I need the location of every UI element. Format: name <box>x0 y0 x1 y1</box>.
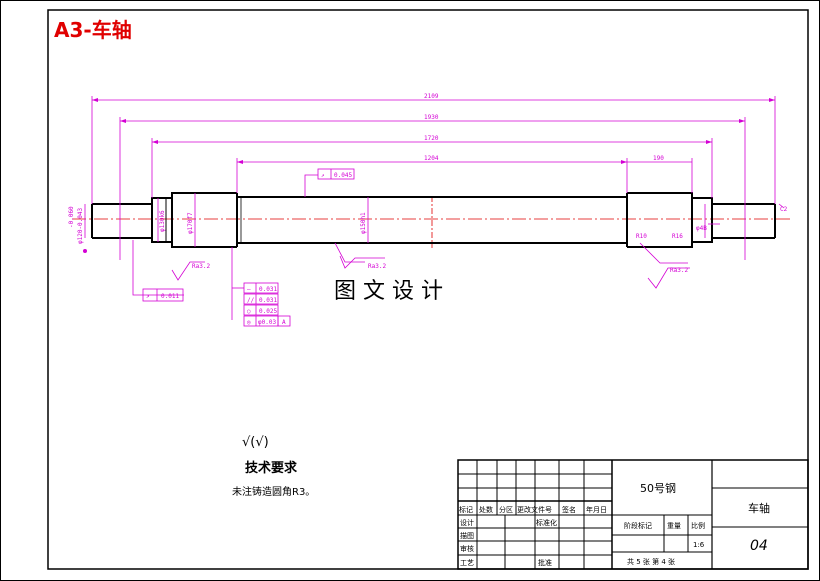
tech-symbol: √(√) <box>242 435 269 450</box>
tb-sheet: 共 5 张 第 4 张 <box>627 557 675 566</box>
tb-approve: 批准 <box>538 558 552 567</box>
dim-body-dia: φ150h1 <box>360 212 367 234</box>
tol-value-2: 0.031 <box>259 297 277 304</box>
roughness-mid-label: Ra3.2 <box>368 263 386 270</box>
tol-parallel-icon: // <box>247 297 255 304</box>
runout-frame-bottom <box>142 288 184 302</box>
tb-check: 审核 <box>460 544 474 553</box>
title-block-grid <box>457 459 809 570</box>
tb-process: 工艺 <box>460 559 474 567</box>
runout-top-symbol: ↗ <box>321 172 325 179</box>
inner-frame <box>47 9 809 570</box>
runout-top-value: 0.045 <box>334 172 352 179</box>
tb-scale: 1:6 <box>693 541 705 549</box>
tol-flatness-icon: — <box>247 286 251 293</box>
tb-header-3: 更改文件号 <box>517 505 552 514</box>
tech-note: 未注铸造圆角R3。 <box>232 485 315 498</box>
tb-drawing-no: 04 <box>750 538 768 554</box>
dim-journal-dia: φ130k6 <box>159 210 166 232</box>
dimension-lines <box>84 96 785 320</box>
tol-ref-letter: A <box>282 319 286 326</box>
roughness-symbol-right <box>647 267 690 289</box>
tb-material: 50号钢 <box>640 482 676 495</box>
tol-round-icon: ○ <box>247 308 251 315</box>
tb-stage: 阶段标记 <box>624 521 652 530</box>
tol-position-icon: ◎ <box>247 319 251 326</box>
tb-header-2: 分区 <box>499 505 513 514</box>
dim-left-dia1: -0.060 <box>68 206 75 228</box>
dim-overall: 2109 <box>424 93 439 100</box>
dim-1204: 1204 <box>424 155 439 162</box>
dim-origin-dot <box>83 249 87 253</box>
dim-chamfer: C2 <box>780 206 788 213</box>
roughness-left-label: Ra3.2 <box>192 263 210 270</box>
dim-1930: 1930 <box>424 114 439 121</box>
dim-wheel-seat: φ170f7 <box>187 212 194 234</box>
tb-part-name: 车轴 <box>748 501 770 515</box>
dim-r16: R16 <box>672 233 683 240</box>
roughness-symbol-mid <box>339 255 385 269</box>
tb-header-5: 年月日 <box>586 505 607 514</box>
dim-r10: R10 <box>636 233 647 240</box>
tb-design: 设计 <box>460 518 474 527</box>
tb-drafting: 描图 <box>460 531 474 540</box>
runout-frame-top <box>317 168 355 180</box>
runout-bottom-symbol: ↗ <box>146 293 150 300</box>
shaft-outline <box>91 192 776 248</box>
drawing-title: A3-车轴 <box>54 18 132 42</box>
dimension-arrows <box>92 98 775 164</box>
tb-ratio: 比例 <box>691 521 705 530</box>
dim-190: 190 <box>653 155 664 162</box>
runout-bottom-value: 0.011 <box>161 293 179 300</box>
tb-header-4: 签名 <box>562 505 576 514</box>
tolerance-frame-stack <box>232 282 291 327</box>
tech-heading: 技术要求 <box>245 460 298 476</box>
dim-left-dia2: φ120-0.043 <box>77 207 84 244</box>
tol-value-1: 0.031 <box>259 286 277 293</box>
tol-value-4: φ0.03 <box>258 319 276 326</box>
dim-right-seat: φ4B <box>696 225 707 232</box>
watermark-text: 图 文 设 计 <box>334 279 443 304</box>
roughness-right-label: Ra3.2 <box>670 267 688 274</box>
tb-weight: 重量 <box>667 522 681 530</box>
tb-header-1: 处数 <box>479 505 493 514</box>
roughness-symbol-left <box>171 261 205 281</box>
tb-header-0: 标记 <box>459 505 473 514</box>
tol-value-3: 0.025 <box>259 308 277 315</box>
tb-standard: 标准化 <box>536 518 557 527</box>
dim-1720: 1720 <box>424 135 439 142</box>
